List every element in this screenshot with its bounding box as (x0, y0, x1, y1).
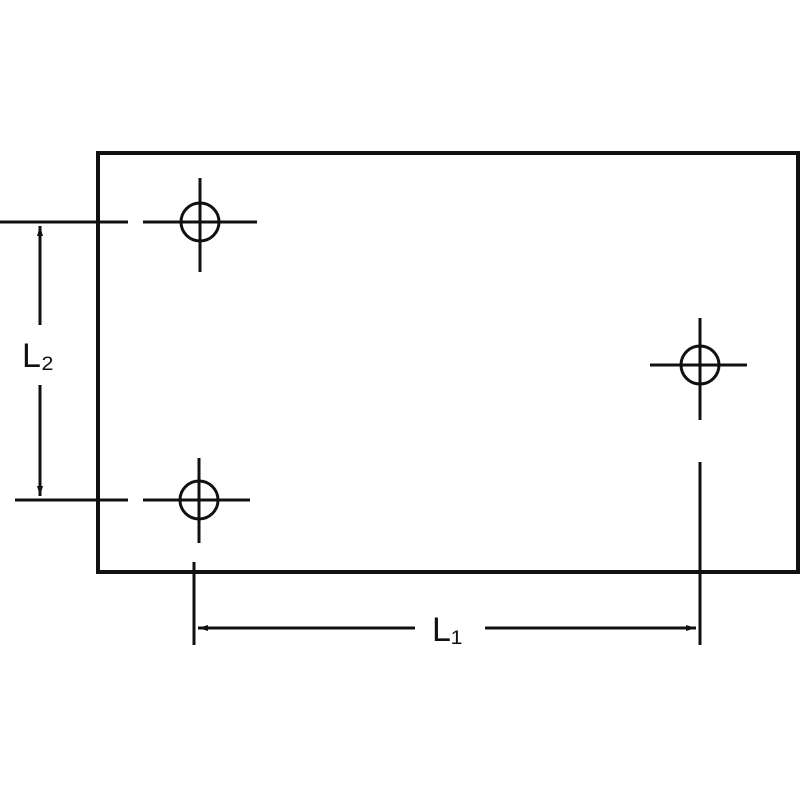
dimension-label-l1: L₁ (432, 611, 462, 649)
hole-right (650, 318, 747, 420)
dimension-label-l2: L₂ (22, 337, 54, 375)
plate-outline (96, 151, 800, 574)
hole-top-left (143, 178, 257, 272)
hole-bottom-left (143, 458, 250, 543)
